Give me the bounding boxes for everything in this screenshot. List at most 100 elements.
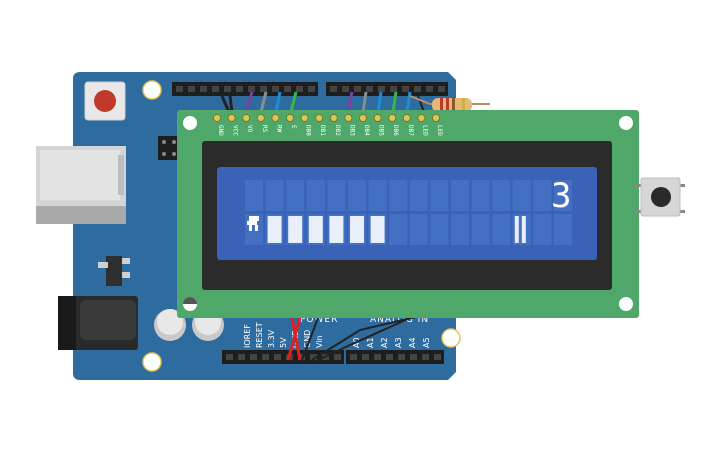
push-button[interactable] — [636, 177, 685, 217]
header-pin[interactable] — [342, 86, 349, 92]
lcd-pin[interactable] — [300, 114, 309, 122]
lcd-char-cell — [554, 214, 572, 245]
lcd-char-cell — [451, 214, 469, 245]
lcd-lit-block — [370, 216, 385, 243]
lcd-player-glyph-icon — [247, 216, 259, 231]
power-label: POWER — [300, 315, 338, 325]
header-pin[interactable] — [330, 86, 337, 92]
header-pin[interactable] — [248, 86, 255, 92]
lcd-pin[interactable] — [242, 114, 251, 122]
header-pin[interactable] — [226, 354, 233, 360]
header-pin[interactable] — [272, 86, 279, 92]
digital-header-left[interactable] — [172, 82, 318, 96]
header-pin[interactable] — [438, 86, 445, 92]
lcd-mount-hole-icon — [183, 116, 197, 130]
lcd-pin-label: LED — [436, 125, 443, 136]
lcd-lit-block — [329, 216, 344, 243]
lcd-mount-hole-icon — [619, 116, 633, 130]
header-pin[interactable] — [434, 354, 441, 360]
lcd-pin-label: E — [290, 125, 297, 129]
analog-header[interactable] — [346, 350, 444, 364]
header-pin[interactable] — [354, 86, 361, 92]
lcd-char-cell — [389, 180, 408, 211]
header-pin[interactable] — [410, 354, 417, 360]
lcd-display-value: 3 — [551, 176, 571, 216]
lcd-pin[interactable] — [402, 114, 411, 122]
lcd-pin-label: RW — [275, 125, 282, 133]
header-pin[interactable] — [366, 86, 373, 92]
lcd-pin[interactable] — [432, 114, 440, 122]
header-pin[interactable] — [378, 86, 385, 92]
header-pin[interactable] — [308, 86, 315, 92]
header-pin[interactable] — [414, 86, 421, 92]
header-pin[interactable] — [188, 86, 195, 92]
lcd-pins[interactable] — [213, 114, 440, 122]
lcd-char-cell — [430, 214, 449, 245]
header-pin[interactable] — [260, 86, 267, 92]
lcd-pin[interactable] — [417, 114, 426, 122]
lcd-pin[interactable] — [388, 114, 397, 122]
lcd-pin[interactable] — [315, 114, 324, 122]
lcd-pin-label: DB7 — [407, 125, 414, 136]
digital-header-right[interactable] — [326, 82, 448, 96]
header-pin[interactable] — [296, 86, 303, 92]
lcd-pin[interactable] — [286, 114, 294, 122]
lcd-pin[interactable] — [359, 114, 367, 122]
header-pin[interactable] — [350, 354, 357, 360]
mount-hole-icon — [142, 80, 162, 100]
lcd-pin[interactable] — [344, 114, 353, 122]
lcd-pin[interactable] — [256, 114, 265, 122]
wires[interactable] — [220, 91, 425, 361]
header-pin[interactable] — [390, 86, 397, 92]
power-pin-label: IOREF — [243, 324, 252, 348]
lcd-pin[interactable] — [213, 114, 221, 122]
header-pin[interactable] — [200, 86, 207, 92]
lcd-lit-block — [267, 216, 282, 243]
lcd-char-cell — [409, 180, 428, 211]
lcd-pin-label: VCC — [232, 125, 239, 136]
lcd-char-cell — [471, 180, 490, 211]
header-pin[interactable] — [212, 86, 219, 92]
header-pin[interactable] — [402, 86, 409, 92]
header-pin[interactable] — [422, 354, 429, 360]
lcd-char-cell — [512, 180, 531, 211]
header-pin[interactable] — [426, 86, 433, 92]
header-pin[interactable] — [236, 86, 243, 92]
mount-hole-icon — [142, 352, 162, 372]
header-pin[interactable] — [224, 86, 231, 92]
header-pin[interactable] — [176, 86, 183, 92]
lcd-pin[interactable] — [227, 114, 236, 122]
header-pin[interactable] — [284, 86, 291, 92]
lcd-pin[interactable] — [271, 114, 280, 122]
header-pin[interactable] — [274, 354, 281, 360]
lcd-char-pixels — [247, 216, 526, 243]
lcd-char-cell — [327, 180, 346, 211]
header-pin[interactable] — [298, 354, 305, 360]
lcd-pin-label: DB6 — [392, 125, 399, 136]
header-pin[interactable] — [398, 354, 405, 360]
lcd-pin[interactable] — [373, 114, 382, 122]
header-pin[interactable] — [250, 354, 257, 360]
header-pin[interactable] — [238, 354, 245, 360]
header-pin[interactable] — [262, 354, 269, 360]
header-pin[interactable] — [362, 354, 369, 360]
lcd-char-cell — [533, 214, 552, 245]
lcd-char-cell — [265, 180, 284, 211]
header-pin[interactable] — [334, 354, 341, 360]
lcd-pin[interactable] — [329, 114, 338, 122]
header-pin[interactable] — [310, 354, 317, 360]
lcd-char-cell — [533, 180, 552, 211]
lcd-char-cell — [430, 180, 449, 211]
lcd-char-cell — [492, 214, 511, 245]
resistor[interactable] — [409, 95, 490, 112]
lcd-pin-label: GND — [217, 125, 224, 136]
header-pin[interactable] — [374, 354, 381, 360]
reset-button[interactable] — [84, 81, 126, 121]
lcd-char-cell — [471, 214, 490, 245]
header-pin[interactable] — [386, 354, 393, 360]
lcd-pin-label: DB2 — [334, 125, 341, 136]
lcd-pin-label: LED — [421, 125, 428, 136]
